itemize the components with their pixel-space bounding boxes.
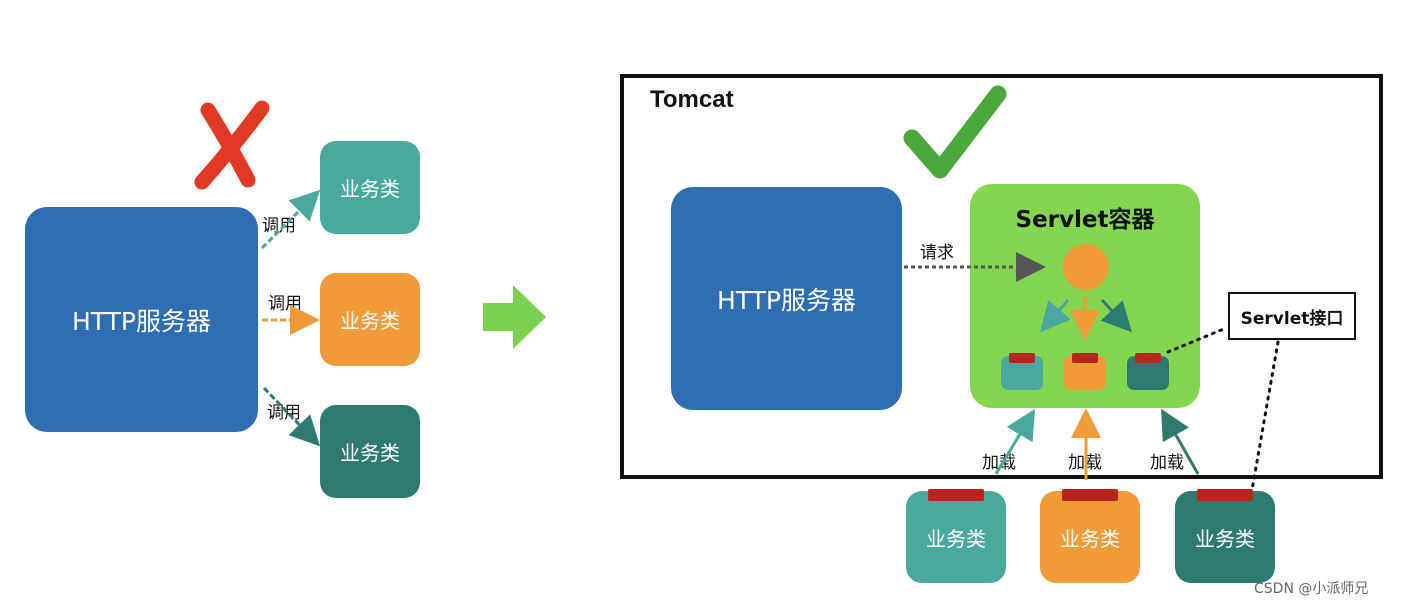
servlet-container: Servlet容器 [970, 184, 1200, 408]
business-class-tab [1197, 489, 1253, 501]
right-business-class-label: 业务类 [1195, 526, 1255, 551]
left-business-class-label: 业务类 [340, 177, 400, 201]
left-business-class-darkteal: 业务类 [320, 405, 420, 498]
servlet-interface-box: Servlet接口 [1228, 292, 1356, 340]
right-business-class-teal: 业务类 [906, 491, 1006, 583]
request-label: 请求 [920, 243, 954, 263]
servlet-container-title: Servlet容器 [1015, 207, 1155, 233]
tomcat-frame [620, 74, 1383, 479]
left-business-class-label: 业务类 [340, 441, 400, 465]
servlet-dispatcher [1063, 244, 1109, 290]
watermark: CSDN @小派师兄 [1254, 581, 1369, 597]
left-http-server-label: HTTP服务器 [72, 306, 211, 336]
left-business-class-orange: 业务类 [320, 273, 420, 366]
right-business-class-orange: 业务类 [1040, 491, 1140, 583]
right-business-class-label: 业务类 [926, 526, 986, 551]
call-label: 调用 [267, 403, 301, 423]
servlet-interface-label: Servlet接口 [1240, 308, 1344, 329]
business-class-tab [1062, 489, 1118, 501]
tomcat-label: Tomcat [650, 86, 734, 113]
load-label: 加载 [1150, 453, 1184, 473]
call-label: 调用 [262, 216, 296, 236]
cross-icon [194, 100, 270, 190]
right-arrow-icon [483, 285, 546, 349]
right-http-server-label: HTTP服务器 [717, 285, 856, 315]
left-business-class-label: 业务类 [340, 309, 400, 333]
left-business-class-teal: 业务类 [320, 141, 420, 234]
servlet-instance-tab [1135, 353, 1161, 363]
right-http-server: HTTP服务器 [671, 187, 902, 410]
left-http-server: HTTP服务器 [25, 207, 258, 432]
servlet-instance-tab [1072, 353, 1098, 363]
servlet-instance-tab [1009, 353, 1035, 363]
right-business-class-label: 业务类 [1060, 526, 1120, 551]
call-label: 调用 [268, 294, 302, 314]
right-business-class-darkteal: 业务类 [1175, 491, 1275, 583]
load-label: 加载 [1068, 453, 1102, 473]
load-label: 加载 [982, 453, 1016, 473]
business-class-tab [928, 489, 984, 501]
